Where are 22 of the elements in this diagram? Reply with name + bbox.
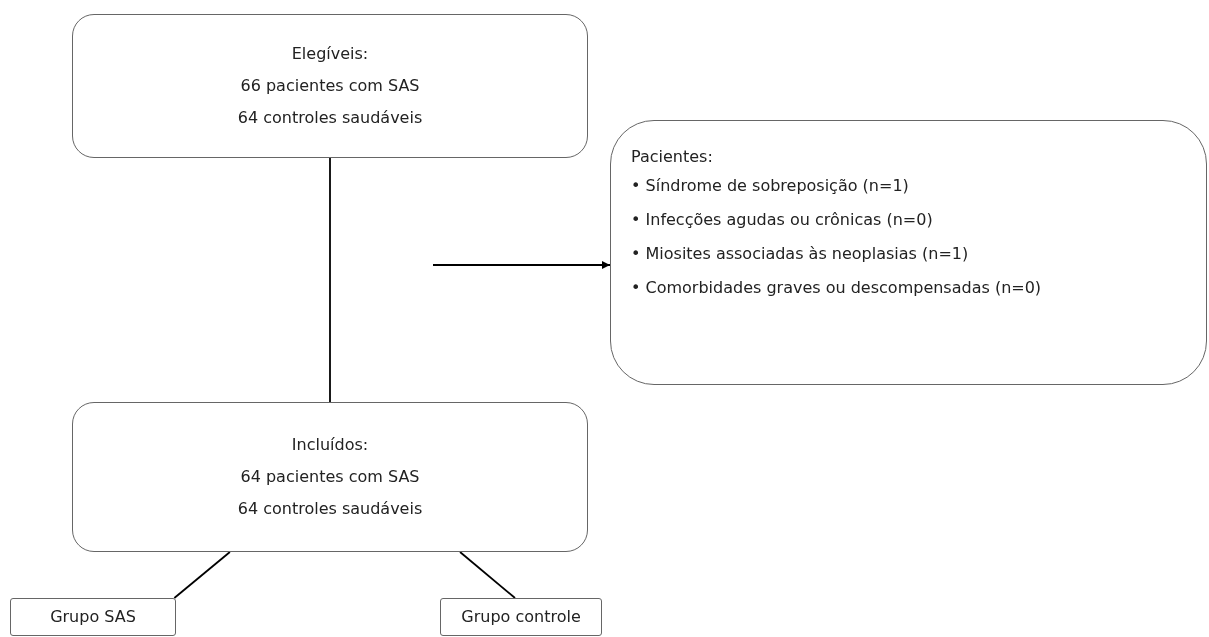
connector-line bbox=[459, 551, 516, 599]
heading-text: Elegíveis: bbox=[291, 43, 369, 65]
criterion-item: • Comorbidades graves ou descompensadas (n=0) bbox=[631, 278, 1043, 298]
node-text: 66 pacientes com SAS bbox=[240, 75, 420, 97]
heading-text: Pacientes: bbox=[631, 147, 714, 166]
process-box bbox=[440, 598, 602, 636]
process-box bbox=[72, 14, 588, 158]
node-text: 64 controles saudáveis bbox=[237, 498, 423, 520]
process-box bbox=[72, 402, 588, 552]
node-text: 64 pacientes com SAS bbox=[240, 466, 420, 488]
criterion-item: • Síndrome de sobreposição (n=1) bbox=[631, 176, 910, 196]
connector-line bbox=[173, 551, 231, 599]
arrow bbox=[432, 261, 611, 269]
connector-line bbox=[329, 157, 331, 403]
process-box bbox=[10, 598, 176, 636]
exclusion-box bbox=[610, 120, 1207, 385]
criterion-item: • Infecções agudas ou crônicas (n=0) bbox=[631, 210, 934, 230]
heading-text: Incluídos: bbox=[291, 434, 369, 456]
node-text: Grupo controle bbox=[461, 606, 581, 628]
node-text: Grupo SAS bbox=[50, 606, 136, 628]
node-text: 64 controles saudáveis bbox=[237, 107, 423, 129]
criterion-item: • Miosites associadas às neoplasias (n=1) bbox=[631, 244, 970, 264]
